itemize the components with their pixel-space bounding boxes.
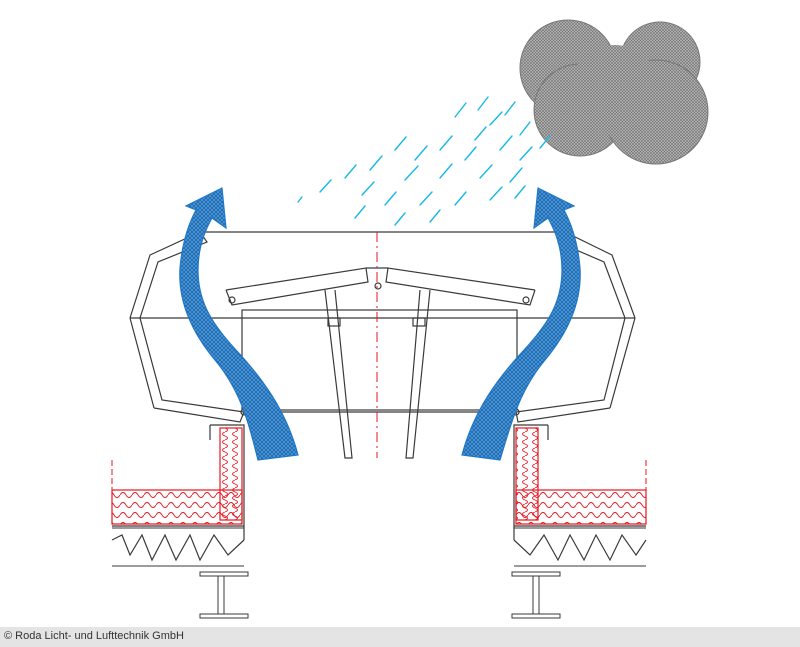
rain-icon (297, 96, 551, 226)
smoke-vent-diagram (111, 19, 709, 619)
copyright-text: © Roda Licht- und Lufttechnik GmbH (4, 630, 184, 642)
airflow-arrow-icon (179, 187, 299, 461)
cloud-icon (519, 19, 709, 165)
left-curb (111, 424, 249, 619)
right-curb (511, 424, 647, 619)
footer-bar: © Roda Licht- und Lufttechnik GmbH (0, 627, 800, 647)
airflow-arrow-icon (461, 187, 581, 461)
vent-hood (129, 231, 636, 459)
